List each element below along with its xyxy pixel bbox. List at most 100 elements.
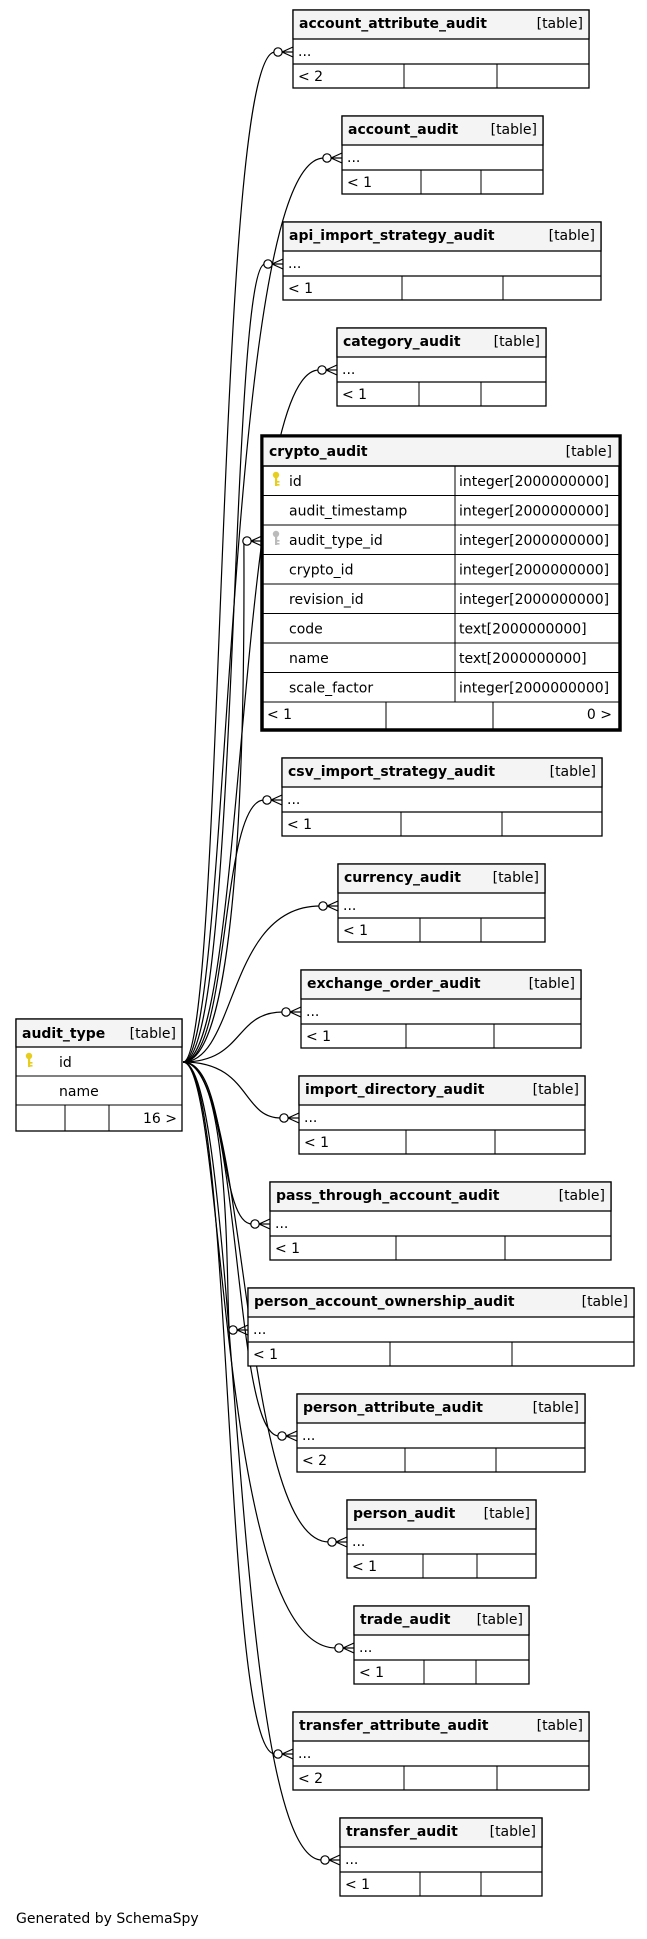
table-kind: [table] bbox=[490, 1824, 536, 1840]
table-name: pass_through_account_audit bbox=[276, 1188, 500, 1204]
table-kind: [table] bbox=[537, 16, 583, 32]
crows-foot-icon bbox=[287, 1112, 300, 1124]
crows-foot-icon bbox=[258, 1218, 271, 1230]
relationship-line bbox=[182, 1061, 282, 1119]
relationship-edges bbox=[182, 46, 355, 1866]
table-header bbox=[346, 1499, 537, 1530]
primary-key-icon bbox=[272, 471, 280, 486]
table-header bbox=[15, 1018, 183, 1048]
parents-count: < 1 bbox=[253, 1347, 278, 1363]
table-exchange-order-audit: exchange_order_audit[table]...< 1 bbox=[300, 969, 582, 1049]
table-currency-audit: currency_audit[table]...< 1 bbox=[337, 863, 546, 943]
table-trade-audit: trade_audit[table]...< 1 bbox=[353, 1605, 530, 1685]
table-api-import-strategy-audit: api_import_strategy_audit[table]...< 1 bbox=[282, 221, 602, 301]
relationship-line bbox=[182, 1061, 280, 1437]
parents-count: < 2 bbox=[298, 1771, 323, 1787]
parents-count: < 1 bbox=[304, 1135, 329, 1151]
table-name: audit_type bbox=[22, 1026, 105, 1042]
crows-foot-icon bbox=[281, 46, 294, 58]
crows-foot-icon bbox=[236, 1324, 249, 1336]
table-kind: [table] bbox=[550, 764, 596, 780]
table-header bbox=[292, 1711, 590, 1742]
zero-cardinality-icon bbox=[279, 1113, 289, 1123]
table-name: account_attribute_audit bbox=[299, 16, 487, 32]
column-type: integer[2000000000] bbox=[459, 474, 609, 490]
column-name: name bbox=[59, 1084, 99, 1100]
table-ellipsis: ... bbox=[352, 1534, 365, 1550]
crows-foot-icon bbox=[270, 794, 283, 806]
zero-cardinality-icon bbox=[228, 1325, 238, 1335]
zero-cardinality-icon bbox=[327, 1537, 337, 1547]
column-name: name bbox=[289, 651, 329, 667]
parents-count: < 2 bbox=[302, 1453, 327, 1469]
crows-foot-icon bbox=[250, 535, 263, 547]
table-person-audit: person_audit[table]...< 1 bbox=[346, 1499, 537, 1579]
zero-cardinality-icon bbox=[318, 901, 328, 911]
table-kind: [table] bbox=[491, 122, 537, 138]
table-ellipsis: ... bbox=[345, 1852, 358, 1868]
table-ellipsis: ... bbox=[298, 44, 311, 60]
column-type: text[2000000000] bbox=[459, 651, 587, 667]
table-category-audit: category_audit[table]...< 1 bbox=[336, 327, 547, 407]
table-name: csv_import_strategy_audit bbox=[288, 764, 495, 780]
table-ellipsis: ... bbox=[359, 1640, 372, 1656]
table-name: person_account_ownership_audit bbox=[254, 1294, 515, 1310]
crows-foot-icon bbox=[281, 1748, 294, 1760]
table-ellipsis: ... bbox=[304, 1110, 317, 1126]
table-ellipsis: ... bbox=[347, 150, 360, 166]
column-type: text[2000000000] bbox=[459, 622, 587, 638]
table-account-audit: account_audit[table]...< 1 bbox=[341, 115, 544, 195]
table-ellipsis: ... bbox=[298, 1746, 311, 1762]
zero-cardinality-icon bbox=[273, 1749, 283, 1759]
relationship-line bbox=[182, 263, 266, 1063]
table-kind: [table] bbox=[493, 870, 539, 886]
table-name: crypto_audit bbox=[269, 444, 368, 460]
table-header bbox=[281, 757, 603, 788]
parents-count: < 1 bbox=[345, 1877, 370, 1893]
zero-cardinality-icon bbox=[320, 1855, 330, 1865]
table-csv-import-strategy-audit: csv_import_strategy_audit[table]...< 1 bbox=[281, 757, 603, 837]
column-type: integer[2000000000] bbox=[459, 504, 609, 520]
relationship-line bbox=[182, 905, 321, 1063]
table-ellipsis: ... bbox=[306, 1004, 319, 1020]
table-header bbox=[282, 221, 602, 252]
children-count: 16 > bbox=[143, 1111, 177, 1127]
parents-count: < 2 bbox=[298, 69, 323, 85]
table-header bbox=[336, 327, 547, 358]
table-kind: [table] bbox=[494, 334, 540, 350]
crows-foot-icon bbox=[271, 258, 284, 270]
table-kind: [table] bbox=[549, 228, 595, 244]
column-name: id bbox=[289, 474, 302, 490]
table-ellipsis: ... bbox=[275, 1216, 288, 1232]
parents-count: < 1 bbox=[288, 281, 313, 297]
zero-cardinality-icon bbox=[277, 1431, 287, 1441]
column-name: id bbox=[59, 1055, 72, 1071]
parents-count: < 1 bbox=[306, 1029, 331, 1045]
table-kind: [table] bbox=[477, 1612, 523, 1628]
parents-count: < 1 bbox=[267, 707, 292, 723]
table-name: transfer_attribute_audit bbox=[299, 1718, 489, 1734]
primary-key-icon bbox=[25, 1052, 33, 1067]
table-name: api_import_strategy_audit bbox=[289, 228, 495, 244]
column-type: integer[2000000000] bbox=[459, 681, 609, 697]
crows-foot-icon bbox=[330, 152, 343, 164]
table-kind: [table] bbox=[533, 1400, 579, 1416]
parents-count: < 1 bbox=[275, 1241, 300, 1257]
parents-count: < 1 bbox=[287, 817, 312, 833]
zero-cardinality-icon bbox=[334, 1643, 344, 1653]
relationship-line bbox=[182, 540, 245, 1063]
table-header bbox=[263, 437, 619, 466]
table-kind: [table] bbox=[566, 444, 612, 460]
table-kind: [table] bbox=[582, 1294, 628, 1310]
table-ellipsis: ... bbox=[253, 1322, 266, 1338]
relationship-line bbox=[182, 1061, 276, 1755]
table-name: import_directory_audit bbox=[305, 1082, 485, 1098]
table-header bbox=[298, 1075, 586, 1106]
crows-foot-icon bbox=[326, 900, 339, 912]
parents-count: < 1 bbox=[342, 387, 367, 403]
table-person-account-ownership-audit: person_account_ownership_audit [table]...… bbox=[247, 1287, 635, 1367]
column-name: code bbox=[289, 622, 323, 638]
column-name: crypto_id bbox=[289, 563, 353, 579]
